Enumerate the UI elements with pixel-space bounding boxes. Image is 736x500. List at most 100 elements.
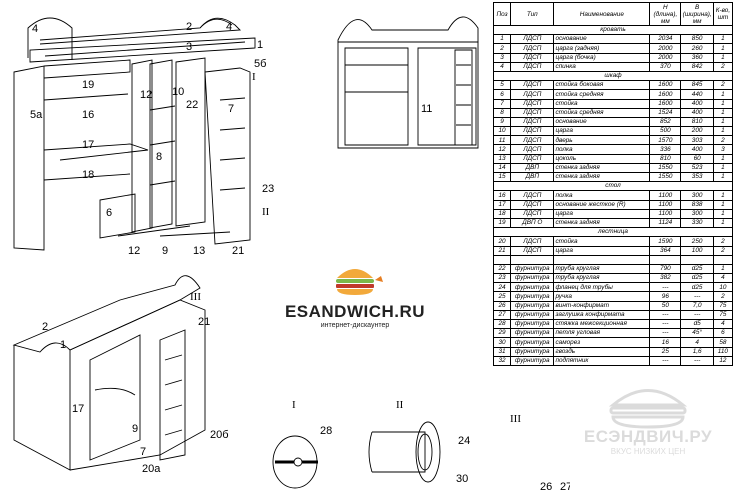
callout-2: 2 <box>186 21 192 33</box>
callout-4a: 4 <box>32 23 38 35</box>
cell-w: 838 <box>680 199 714 210</box>
cell-type: ЛДСП <box>510 144 555 155</box>
cell-w: d25 <box>680 282 714 293</box>
cell-pos: 24 <box>492 282 512 293</box>
logo-tagline: интернет-дискаунтер <box>320 322 390 329</box>
callout-27: 27 <box>560 481 570 493</box>
section-title: кровать <box>493 24 733 36</box>
cell-name: гвоздь <box>553 346 651 357</box>
cell-w: 523 <box>680 162 714 174</box>
callout-9: 9 <box>162 245 168 257</box>
callout-10: 10 <box>172 86 184 98</box>
cell-pos: 1 <box>492 34 512 45</box>
cell-h: 96 <box>649 291 682 302</box>
cell-q: 1 <box>712 153 734 164</box>
cell-pos: 11 <box>492 135 512 146</box>
cell-q: 1 <box>712 263 734 275</box>
callout-7-iso: 7 <box>140 446 146 458</box>
cell-h: 16 <box>649 337 682 348</box>
cell-h: 50 <box>649 300 682 311</box>
cell-pos: 25 <box>492 291 512 302</box>
cell-q: 1 <box>712 43 734 54</box>
cell-name: стенка задняя <box>553 162 651 174</box>
cell-q: 1 <box>712 171 734 183</box>
callout-1-iso: 1 <box>60 339 66 351</box>
callout-17: 17 <box>82 139 94 151</box>
cell-h <box>649 254 682 265</box>
burger-icon <box>336 269 383 295</box>
callout-20b: 20б <box>210 429 229 441</box>
cell-name: стойка средняя <box>553 89 651 100</box>
cell-q: 1 <box>712 190 734 201</box>
cell-pos: 28 <box>492 318 512 330</box>
section-title: стол <box>493 181 733 192</box>
cell-type: ЛДСП <box>510 107 555 118</box>
cell-q: 1 <box>712 217 734 229</box>
cell-w: 400 <box>680 144 714 155</box>
cell-h: 810 <box>649 153 682 164</box>
cell-pos: 10 <box>492 126 512 137</box>
cell-w: 400 <box>680 98 714 109</box>
cell-type: фурнитура <box>510 346 555 357</box>
cell-type: ЛДСП <box>510 89 555 100</box>
cell-type: ЛДСП <box>510 236 555 247</box>
cell-name: царга (задняя) <box>553 43 651 54</box>
cell-h: 1124 <box>649 217 682 229</box>
cell-pos: 31 <box>492 346 512 357</box>
callout-24: 24 <box>458 435 470 447</box>
cell-type: ДВП <box>510 171 555 183</box>
col-type: Тип <box>510 2 555 26</box>
cell-name: подпятник <box>553 355 651 366</box>
table-section-row: стол <box>493 181 733 192</box>
cell-q: 75 <box>712 300 734 311</box>
callout-6: 6 <box>106 207 112 219</box>
cell-name: спинка <box>553 61 651 72</box>
cell-type: ЛДСП <box>510 43 555 54</box>
cell-pos: 21 <box>492 245 512 256</box>
cell-w: 4 <box>680 337 714 348</box>
cell-h: 364 <box>649 245 682 256</box>
cell-pos: 22 <box>492 263 512 275</box>
cell-name: царга (бочка) <box>553 52 651 63</box>
cell-pos: 20 <box>492 236 512 247</box>
callout-18: 18 <box>82 169 94 181</box>
watermark-tagline: ВКУС НИЗКИХ ЦЕН <box>610 447 686 456</box>
cell-name: стойка средняя <box>553 107 651 118</box>
esandwich-logo: ESANDWICH.RU интернет-дискаунтер <box>280 262 430 342</box>
cell-type: фурнитура <box>510 263 555 275</box>
cell-name <box>553 254 651 265</box>
col-name: Наименование <box>553 2 651 26</box>
cell-pos: 18 <box>492 208 512 219</box>
cell-type: ЛДСП <box>510 61 555 72</box>
cell-h: 1100 <box>649 199 682 210</box>
callout-5a: 5а <box>30 109 43 121</box>
cell-q: 4 <box>712 273 734 284</box>
cell-name: полка <box>553 190 651 201</box>
cell-h: 2000 <box>649 43 682 54</box>
cell-q: 1 <box>712 126 734 137</box>
cell-q: 2 <box>712 61 734 72</box>
cell-q: 2 <box>712 135 734 146</box>
cell-h: --- <box>649 318 682 330</box>
cell-name: петля угловая <box>553 328 651 339</box>
callout-30: 30 <box>456 473 468 485</box>
cell-w: 200 <box>680 126 714 137</box>
cell-h: 1100 <box>649 190 682 201</box>
cell-type: ЛДСП <box>510 98 555 109</box>
cell-q: 10 <box>712 282 734 293</box>
callout-20a: 20а <box>142 463 161 475</box>
cell-pos: 5 <box>492 80 512 91</box>
callout-I: I <box>252 71 256 83</box>
